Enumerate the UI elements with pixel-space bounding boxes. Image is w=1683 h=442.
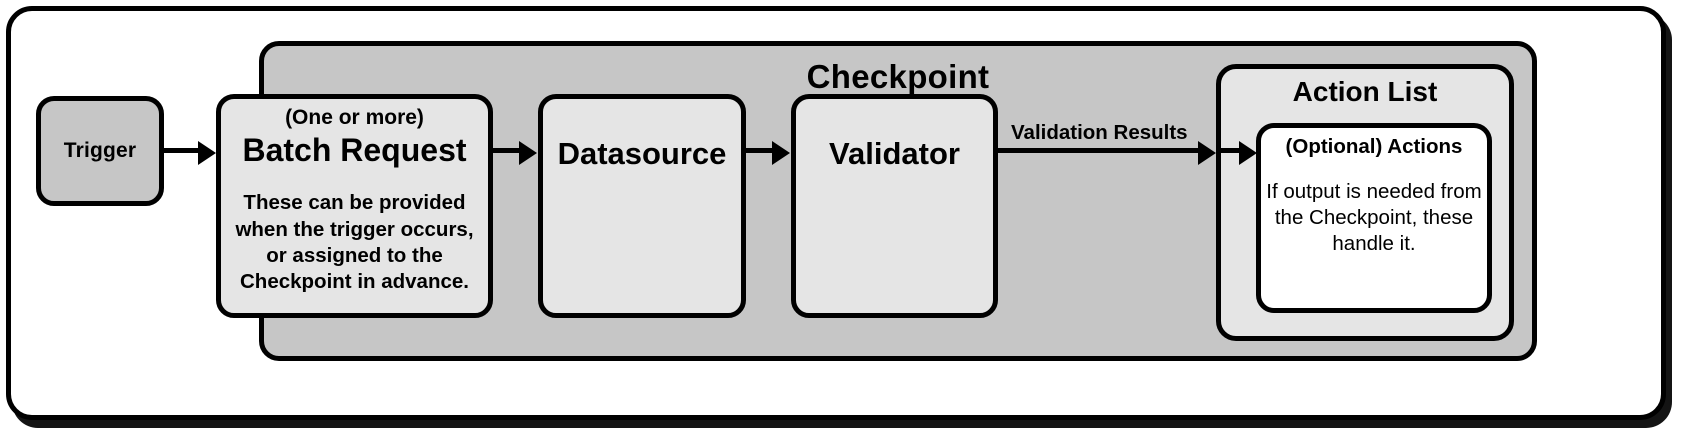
connector-validator-to-action-list: [997, 148, 1202, 153]
arrowhead-datasource-to-validator-icon: [772, 141, 790, 165]
node-optional-actions[interactable]: (Optional) Actions If output is needed f…: [1256, 123, 1492, 313]
connector-trigger-to-batch-request: [164, 148, 200, 153]
arrowhead-validator-to-action-list-icon: [1198, 141, 1216, 165]
connector-batch-request-to-datasource: [492, 148, 522, 153]
arrowhead-batch-request-to-datasource-icon: [519, 141, 537, 165]
node-validator[interactable]: Validator: [791, 94, 998, 318]
batch-request-subtitle: (One or more): [285, 106, 424, 129]
arrowhead-trigger-to-batch-request-icon: [198, 141, 216, 165]
action-list-title: Action List: [1292, 76, 1438, 107]
optional-actions-description: If output is needed from the Checkpoint,…: [1266, 179, 1482, 256]
node-batch-request[interactable]: (One or more) Batch Request These can be…: [216, 94, 493, 318]
checkpoint-title: Checkpoint: [806, 58, 990, 95]
optional-actions-title: (Optional) Actions: [1285, 135, 1463, 158]
node-datasource[interactable]: Datasource: [538, 94, 746, 318]
connector-datasource-to-validator: [745, 148, 775, 153]
connector-action-list-to-actions: [1216, 148, 1244, 153]
validator-title: Validator: [829, 136, 960, 171]
trigger-label: Trigger: [63, 139, 137, 162]
batch-request-title: Batch Request: [242, 131, 467, 168]
node-trigger[interactable]: Trigger: [36, 96, 164, 206]
batch-request-description: These can be provided when the trigger o…: [235, 191, 474, 294]
arrowhead-action-list-to-actions-icon: [1239, 141, 1257, 165]
edge-label-validation-results: Validation Results: [1011, 121, 1188, 144]
datasource-title: Datasource: [557, 136, 727, 171]
